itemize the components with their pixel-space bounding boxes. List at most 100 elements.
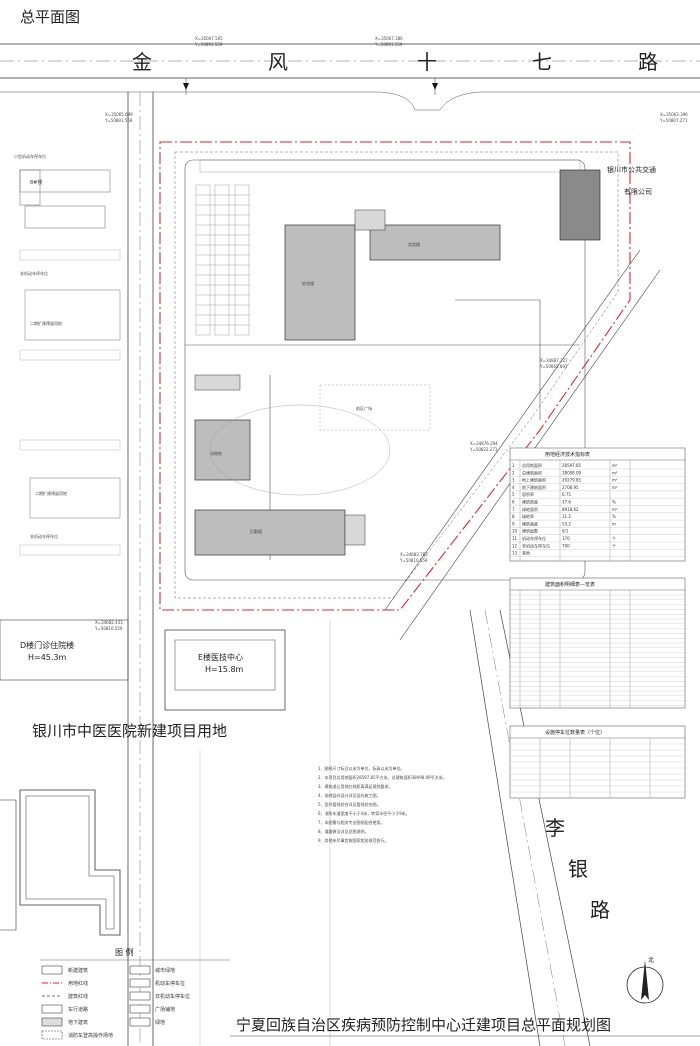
note-line: 2、本项目总用地面积28597.85平方米，总建筑面积38098.09平方米。	[318, 774, 447, 780]
legend-swatch	[129, 965, 151, 975]
svg-text:Y=50810.559: Y=50810.559	[399, 558, 428, 563]
building-e-height: H=15.8m	[205, 665, 244, 674]
table-cell: 非机动车停车位	[522, 542, 550, 548]
road-name-char: 路	[590, 898, 610, 922]
legend-label: 建筑红线	[68, 993, 88, 1000]
road-name-char: 李	[545, 816, 565, 840]
building-d-height: H=45.3m	[28, 653, 67, 662]
table-cell: 绿地率	[522, 513, 534, 519]
notes-block: 1、图纸尺寸标注以米为单位，标高以米为单位。 2、本项目总用地面积28597.85…	[318, 765, 447, 843]
note-line: 8、道路做法详见总图说明。	[318, 828, 369, 834]
road-name-char: 十	[417, 50, 437, 74]
table-cell: 6	[512, 500, 515, 505]
table-title: 设施停车位数量表（个位）	[545, 729, 605, 736]
note-line: 1、图纸尺寸标注以米为单位，标高以米为单位。	[318, 765, 405, 771]
table-cell: m	[612, 521, 616, 526]
table-cell: 地下建筑面积	[522, 484, 546, 490]
legend-label: 机动车停车位	[155, 980, 185, 987]
svg-text:实验楼: 实验楼	[408, 241, 420, 247]
table-cell: 绿地面积	[522, 506, 538, 512]
note-line: 4、场地竖向设计详见竖向施工图。	[318, 792, 381, 798]
coordinate-annotations: X=35067.505 Y=50891.559 X=35067.386 Y=50…	[94, 36, 688, 631]
west-neighbor: 8#楼 小型机动车停车位 二期扩建预留用地 非机动车停车位 二期扩建预留用地 非…	[14, 153, 121, 556]
legend-label: 消防车登高操作场地	[68, 1032, 113, 1039]
road-name-char: 七	[532, 50, 552, 74]
table-cell: 38098.09	[562, 470, 582, 475]
table-cell: 8	[512, 514, 515, 519]
legend-label: 城市绿地	[155, 967, 175, 974]
table-cell: 2708.95	[562, 485, 579, 490]
parking-table: 设施停车位数量表（个位）	[509, 725, 686, 799]
north-road: 金 风 十 七 路	[0, 43, 700, 95]
table-cell: 其他	[522, 550, 530, 556]
table-title: 建筑面积明细表—览表	[545, 581, 595, 588]
table-cell: 建筑层数	[522, 528, 538, 534]
svg-text:X=35067.386: X=35067.386	[375, 36, 403, 41]
legend-label: 非机动车停车位	[155, 993, 190, 1000]
svg-text:后勤楼: 后勤楼	[250, 528, 262, 534]
svg-text:Y=50822.271: Y=50822.271	[469, 447, 498, 452]
building-d-label: D楼门诊住院楼	[20, 640, 74, 650]
west-label: 小型机动车停车位	[14, 153, 46, 159]
site-redline	[159, 141, 631, 611]
svg-text:8#楼: 8#楼	[30, 179, 42, 186]
hospital-site-label: 银川市中医医院新建项目用地	[32, 722, 227, 740]
table-cell: 建筑密度	[522, 499, 538, 505]
building-north	[369, 224, 501, 261]
svg-text:X=35063.396: X=35063.396	[660, 112, 688, 117]
north-label: 北	[648, 956, 654, 964]
legend-label: 车行道路	[68, 1006, 88, 1013]
table-cell: 总用地面积	[522, 462, 542, 468]
legend-swatch	[41, 1017, 63, 1027]
table-cell: 53.2	[562, 521, 571, 526]
legend-label: 广场铺地	[155, 1006, 175, 1013]
legend-swatch	[129, 1017, 151, 1027]
west-label: 非机动车停车位	[20, 270, 48, 276]
note-line: 6、消防车道宽度不小于4米，转弯半径不小于9米。	[318, 810, 410, 816]
legend-swatch	[41, 1030, 63, 1040]
table-cell: 个	[612, 536, 616, 541]
svg-text:X=34887.227: X=34887.227	[540, 358, 568, 363]
plaza-label: 前区广场	[356, 405, 372, 411]
table-cell: m²	[612, 507, 618, 512]
road-name-char: 金	[132, 50, 152, 74]
plan-title: 宁夏回族自治区疾病预防控制中心迁建项目总平面规划图	[236, 1016, 611, 1034]
table-cell: 12	[512, 543, 518, 548]
table-cell: %	[612, 514, 616, 519]
svg-text:Y=50807.271: Y=50807.271	[659, 118, 688, 123]
legend-label: 地下建筑	[68, 1019, 88, 1026]
legend-swatch	[129, 991, 151, 1001]
table-cell: 1	[512, 463, 515, 468]
table-cell: 29279.85	[562, 478, 582, 483]
table-cell: 3	[512, 478, 515, 483]
road-name-char: 路	[638, 50, 658, 74]
west-label: 非机动车停车位	[30, 533, 58, 539]
table-cell: 10	[512, 529, 518, 534]
table-cell: 6/1	[562, 529, 569, 534]
table-cell: 700	[562, 543, 570, 548]
svg-text:X=34683.762: X=34683.762	[400, 552, 428, 557]
table-cell: 8918.62	[562, 507, 579, 512]
svg-text:Y=50891.559: Y=50891.559	[374, 42, 403, 47]
table-cell: 建筑高度	[522, 520, 538, 526]
building-setback-line	[174, 151, 619, 599]
table-cell: m²	[612, 463, 618, 468]
svg-text:动物房: 动物房	[210, 450, 222, 456]
table-cell: 13	[512, 551, 518, 556]
table-cell: 5	[512, 492, 515, 497]
legend-swatch	[41, 965, 63, 975]
table-cell: 11	[512, 536, 518, 541]
detail-area-table: 建筑面积明细表—览表	[509, 577, 686, 709]
parking-area	[195, 159, 581, 336]
page-title: 总平面图	[20, 8, 80, 26]
table-title: 用地经济技术指标表	[545, 451, 590, 458]
table-cell: %	[612, 500, 616, 505]
table-cell: 容积率	[522, 491, 534, 497]
table-cell: 地上建筑面积	[522, 477, 546, 483]
building-west	[194, 419, 251, 481]
neighbor-company-label: 银川市公共交通	[607, 165, 656, 174]
hospital-site: D楼门诊住院楼 H=45.3m E楼医技中心 H=15.8m 银川市中医医院新建…	[0, 619, 331, 1046]
note-line: 7、本图需与相关专业图纸配合使用。	[318, 819, 385, 825]
table-cell: 0.75	[562, 492, 571, 497]
